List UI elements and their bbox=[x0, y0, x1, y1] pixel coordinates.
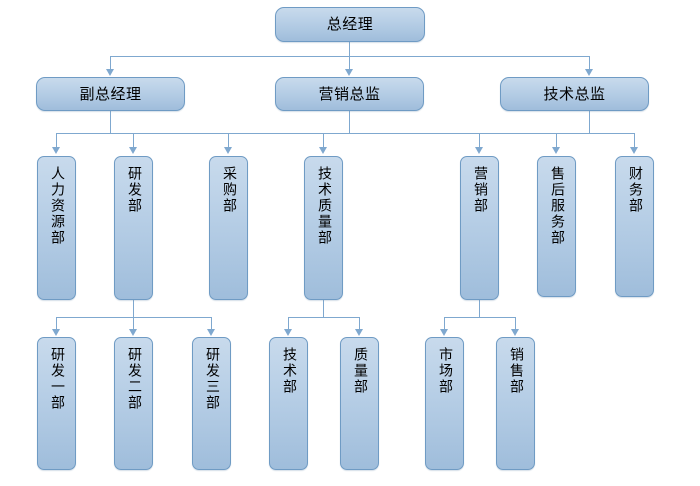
connector-drop-tech-quality bbox=[323, 133, 324, 148]
node-label: 总经理 bbox=[326, 15, 374, 33]
node-label: 人力资源部 bbox=[49, 166, 65, 246]
node-after-sales-service-department[interactable]: 售后服务部 bbox=[537, 156, 576, 297]
node-label: 市场部 bbox=[437, 347, 453, 395]
connector-drop-rnd-3 bbox=[211, 317, 212, 330]
arrow-rnd-2 bbox=[129, 329, 137, 336]
node-technical-department[interactable]: 技术部 bbox=[269, 337, 308, 470]
arrow-purchasing bbox=[224, 147, 232, 154]
node-purchasing-department[interactable]: 采购部 bbox=[209, 156, 248, 300]
connector-drop-purchasing bbox=[228, 133, 229, 148]
connector-drop-after-sales bbox=[556, 133, 557, 148]
connector-drop-tech-dept bbox=[288, 317, 289, 330]
node-deputy-general-manager[interactable]: 副总经理 bbox=[36, 77, 185, 111]
arrow-sales-dept bbox=[511, 329, 519, 336]
node-label: 营销部 bbox=[472, 166, 488, 214]
node-label: 副总经理 bbox=[79, 84, 142, 103]
connector-bus-tech-quality bbox=[288, 317, 359, 318]
node-technical-quality-department[interactable]: 技术质量部 bbox=[304, 156, 343, 300]
node-label: 质量部 bbox=[352, 347, 368, 395]
node-market-department[interactable]: 市场部 bbox=[425, 337, 464, 470]
node-rnd-department[interactable]: 研发部 bbox=[114, 156, 153, 300]
node-label: 研发三部 bbox=[204, 347, 220, 411]
node-rnd-department-1[interactable]: 研发一部 bbox=[37, 337, 76, 470]
node-quality-department[interactable]: 质量部 bbox=[340, 337, 379, 470]
node-label: 技术部 bbox=[281, 347, 297, 395]
connector-gm-stem bbox=[349, 42, 350, 56]
connector-drop-technical-director bbox=[589, 56, 590, 70]
arrow-rnd-1 bbox=[52, 329, 60, 336]
connector-stem-deputy-gm bbox=[110, 110, 111, 133]
connector-bus-rnd bbox=[56, 317, 211, 318]
connector-bus-marketing bbox=[444, 317, 515, 318]
connector-stem-technical-director bbox=[589, 110, 590, 133]
connector-stem-marketing-director bbox=[349, 110, 350, 133]
node-label: 采购部 bbox=[221, 166, 237, 214]
node-label: 技术质量部 bbox=[316, 166, 332, 246]
connector-drop-marketing bbox=[479, 133, 480, 148]
node-label: 研发一部 bbox=[49, 347, 65, 411]
arrow-hr bbox=[52, 147, 60, 154]
connector-stem-tech-quality bbox=[323, 300, 324, 317]
connector-drop-rnd-2 bbox=[133, 317, 134, 330]
arrow-market-dept bbox=[440, 329, 448, 336]
node-marketing-director[interactable]: 营销总监 bbox=[275, 77, 424, 111]
connector-drop-rnd-1 bbox=[56, 317, 57, 330]
arrow-rnd-3 bbox=[207, 329, 215, 336]
connector-level2-bus bbox=[110, 56, 589, 57]
node-general-manager[interactable]: 总经理 bbox=[275, 7, 425, 42]
node-rnd-department-3[interactable]: 研发三部 bbox=[192, 337, 231, 470]
node-label: 财务部 bbox=[627, 166, 643, 214]
connector-drop-rnd bbox=[133, 133, 134, 148]
node-label: 售后服务部 bbox=[549, 166, 565, 246]
arrow-technical-director bbox=[585, 69, 593, 76]
arrow-after-sales bbox=[552, 147, 560, 154]
arrow-tech-dept bbox=[284, 329, 292, 336]
node-label: 销售部 bbox=[508, 347, 524, 395]
node-rnd-department-2[interactable]: 研发二部 bbox=[114, 337, 153, 470]
connector-drop-hr bbox=[56, 133, 57, 148]
connector-level3-bus bbox=[56, 133, 634, 134]
connector-drop-market-dept bbox=[444, 317, 445, 330]
arrow-marketing bbox=[475, 147, 483, 154]
node-label: 营销总监 bbox=[318, 84, 381, 103]
connector-drop-deputy-gm bbox=[110, 56, 111, 70]
connector-drop-marketing-director bbox=[349, 56, 350, 70]
node-label: 技术总监 bbox=[543, 84, 606, 103]
connector-stem-marketing bbox=[479, 300, 480, 317]
connector-drop-sales-dept bbox=[515, 317, 516, 330]
node-finance-department[interactable]: 财务部 bbox=[615, 156, 654, 297]
connector-stem-rnd bbox=[133, 300, 134, 317]
node-label: 研发二部 bbox=[126, 347, 142, 411]
node-human-resources-department[interactable]: 人力资源部 bbox=[37, 156, 76, 300]
node-technical-director[interactable]: 技术总监 bbox=[500, 77, 649, 111]
arrow-quality-dept bbox=[355, 329, 363, 336]
arrow-rnd bbox=[129, 147, 137, 154]
arrow-deputy-gm bbox=[106, 69, 114, 76]
arrow-marketing-director bbox=[345, 69, 353, 76]
arrow-finance bbox=[630, 147, 638, 154]
node-label: 研发部 bbox=[126, 166, 142, 214]
connector-drop-quality-dept bbox=[359, 317, 360, 330]
node-sales-department[interactable]: 销售部 bbox=[496, 337, 535, 470]
connector-drop-finance bbox=[634, 133, 635, 148]
arrow-tech-quality bbox=[319, 147, 327, 154]
node-marketing-department[interactable]: 营销部 bbox=[460, 156, 499, 300]
